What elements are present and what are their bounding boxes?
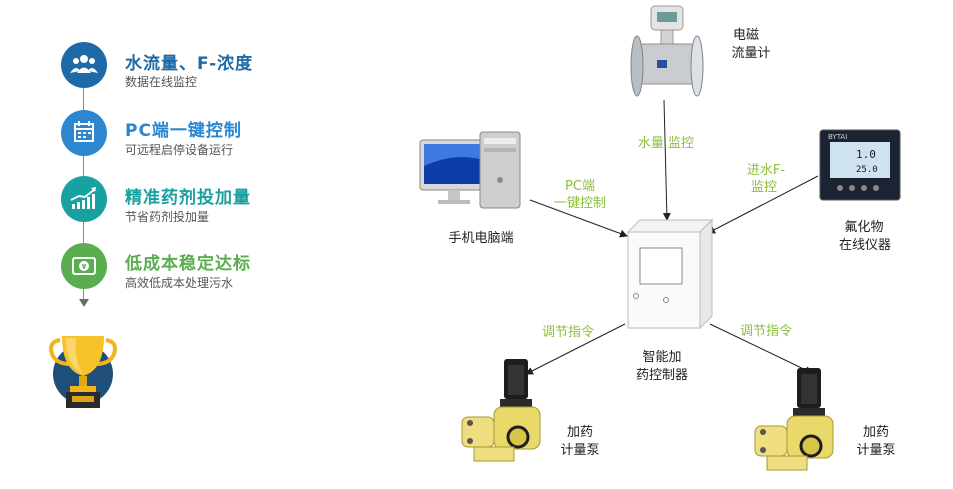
edge-label-fluoride-line2: 监控 (750, 180, 777, 195)
analyzer-label-line2: 在线仪器 (838, 238, 891, 253)
controller-label-line1: 智能加 (642, 350, 682, 365)
feature-icon-circle-1 (61, 42, 107, 88)
edge-label-pc-line1: PC端 (565, 179, 595, 194)
computer-device (419, 131, 521, 209)
computer-label: 手机电脑端 (448, 231, 514, 246)
trophy-icon (49, 336, 117, 408)
controller-cabinet (626, 218, 714, 330)
arrow-controller-to-right-pump (709, 323, 813, 374)
feature-subtitle-3: 节省药剂投加量 (125, 210, 210, 224)
analyzer-reading-2: 25.0 (856, 165, 878, 175)
money-icon: ¥ (72, 257, 96, 275)
dosing-pump-right (754, 368, 834, 471)
down-arrow-icon (79, 299, 89, 307)
feature-subtitle-2: 可远程启停设备运行 (125, 143, 234, 157)
arrow-flowmeter-to-controller (662, 99, 671, 221)
edge-label-water: 水量 监控 (637, 136, 695, 151)
feature-icon-circle-2 (61, 110, 107, 156)
pump-left-label-line2: 计量泵 (560, 443, 600, 458)
flowmeter-label-line2: 流量计 (731, 46, 771, 61)
fluoride-analyzer-device: BYTAI 1.0 25.0 (819, 129, 901, 201)
controller-label-line2: 药控制器 (635, 368, 688, 383)
pump-right-label-line1: 加药 (862, 425, 889, 440)
pump-right-label-line2: 计量泵 (856, 443, 896, 458)
edge-label-adjust-right: 调节指令 (739, 324, 792, 339)
flowmeter-label-line1: 电磁 (732, 28, 759, 43)
feature-title-1: 水流量、F-浓度 (125, 54, 254, 74)
feature-icon-circle-4: ¥ (61, 243, 107, 289)
growth-chart-icon (70, 187, 96, 209)
analyzer-label-line1: 氟化物 (844, 220, 884, 235)
feature-icon-circle-3 (61, 176, 107, 222)
pump-left-label-line1: 加药 (566, 425, 593, 440)
edge-label-fluoride-line1: 进水F- (746, 163, 786, 178)
analyzer-brand: BYTAI (828, 133, 847, 141)
people-icon (70, 55, 98, 73)
svg-text:¥: ¥ (82, 263, 87, 271)
dosing-pump-left (461, 359, 541, 462)
feature-subtitle-1: 数据在线监控 (125, 75, 198, 89)
analyzer-reading-1: 1.0 (856, 148, 876, 161)
edge-label-adjust-left: 调节指令 (541, 325, 594, 340)
feature-title-4: 低成本稳定达标 (125, 254, 251, 274)
arrow-controller-to-left-pump (525, 323, 626, 375)
flowmeter-device (630, 5, 704, 97)
feature-title-2: PC端一键控制 (125, 121, 242, 141)
feature-title-3: 精准药剂投加量 (125, 188, 251, 208)
calendar-icon (74, 121, 94, 142)
edge-label-pc-line2: 一键控制 (553, 196, 606, 211)
feature-subtitle-4: 高效低成本处理污水 (125, 276, 234, 290)
arrow-analyzer-to-controller (707, 175, 819, 234)
arrow-computer-to-controller (529, 199, 628, 238)
